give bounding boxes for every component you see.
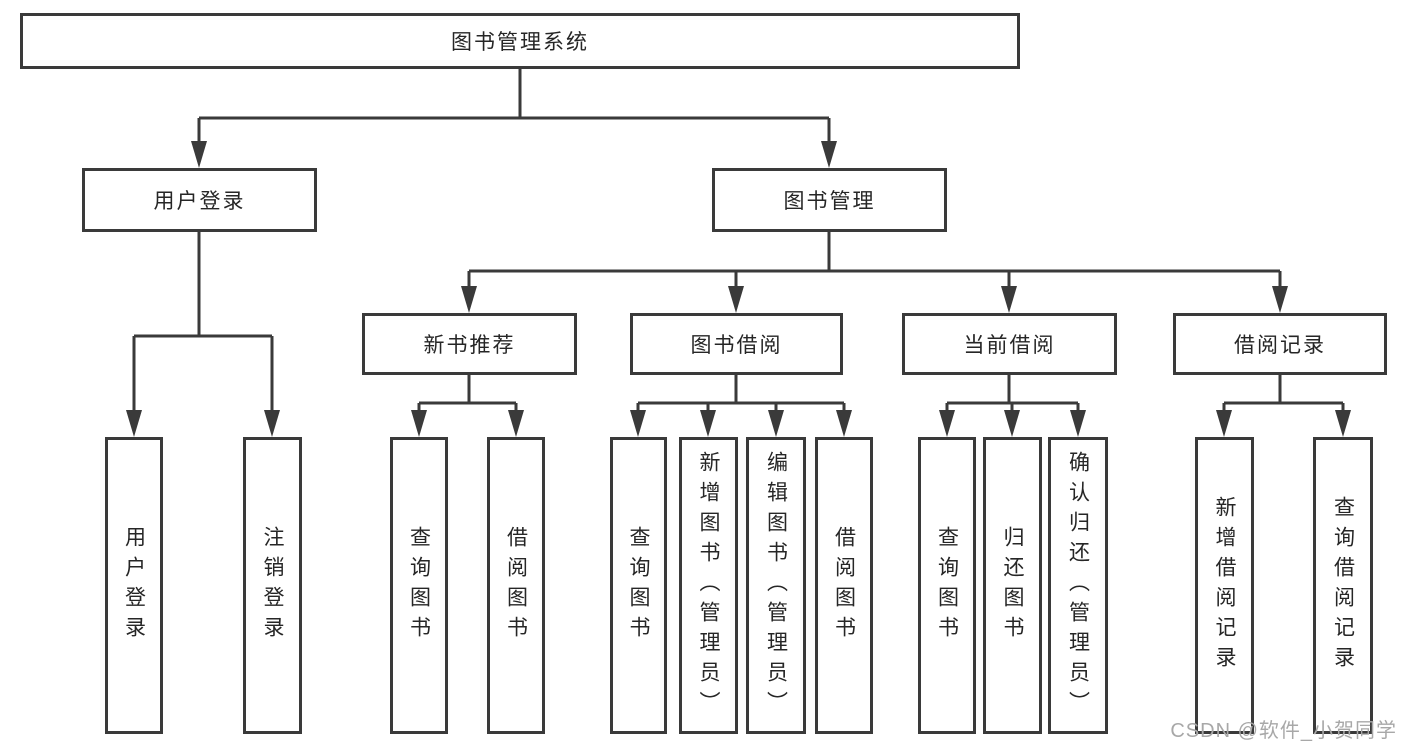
leaf-query-books-recommend-label: 查询图书 [407, 525, 431, 646]
leaf-confirm-return-admin: 确认归还（管理员） [1048, 437, 1108, 734]
node-user-login: 用户登录 [82, 168, 317, 232]
leaf-logout-login-label: 注销登录 [261, 525, 284, 646]
node-user-login-label: 用户登录 [153, 190, 246, 213]
node-book-borrow-label: 图书借阅 [690, 334, 783, 357]
leaf-borrow-books: 借阅图书 [815, 437, 873, 734]
node-current-borrow-label: 当前借阅 [963, 334, 1056, 357]
leaf-logout-login: 注销登录 [243, 437, 302, 734]
leaf-edit-books-admin-label: 编辑图书（管理员） [764, 450, 788, 721]
node-root-label: 图书管理系统 [451, 31, 589, 54]
leaf-query-books-current: 查询图书 [918, 437, 976, 734]
csdn-watermark: CSDN @软件_小贺同学 [1170, 720, 1397, 742]
leaf-add-borrow-record: 新增借阅记录 [1195, 437, 1254, 734]
node-book-management-label: 图书管理 [783, 190, 876, 213]
leaf-confirm-return-admin-label: 确认归还（管理员） [1066, 450, 1090, 721]
leaf-query-borrow-record-label: 查询借阅记录 [1331, 495, 1355, 676]
node-new-book-recommend: 新书推荐 [362, 313, 577, 375]
leaf-borrow-books-label: 借阅图书 [832, 525, 856, 646]
node-current-borrow: 当前借阅 [902, 313, 1117, 375]
leaf-borrow-books-recommend-label: 借阅图书 [504, 525, 528, 646]
leaf-user-login: 用户登录 [105, 437, 163, 734]
leaf-query-books-borrow: 查询图书 [610, 437, 667, 734]
leaf-return-books: 归还图书 [983, 437, 1042, 734]
leaf-add-borrow-record-label: 新增借阅记录 [1213, 495, 1236, 676]
leaf-query-books-current-label: 查询图书 [935, 525, 959, 646]
node-book-borrow: 图书借阅 [630, 313, 843, 375]
node-new-book-recommend-label: 新书推荐 [423, 334, 516, 357]
node-root: 图书管理系统 [20, 13, 1020, 69]
leaf-edit-books-admin: 编辑图书（管理员） [746, 437, 806, 734]
node-borrow-records-label: 借阅记录 [1234, 334, 1326, 357]
leaf-query-books-borrow-label: 查询图书 [627, 525, 650, 646]
node-borrow-records: 借阅记录 [1173, 313, 1387, 375]
leaf-user-login-label: 用户登录 [122, 525, 146, 646]
leaf-return-books-label: 归还图书 [1001, 525, 1024, 646]
leaf-add-books-admin-label: 新增图书（管理员） [697, 450, 720, 721]
node-book-management: 图书管理 [712, 168, 947, 232]
leaf-query-books-recommend: 查询图书 [390, 437, 448, 734]
leaf-borrow-books-recommend: 借阅图书 [487, 437, 545, 734]
leaf-query-borrow-record: 查询借阅记录 [1313, 437, 1373, 734]
leaf-add-books-admin: 新增图书（管理员） [679, 437, 738, 734]
